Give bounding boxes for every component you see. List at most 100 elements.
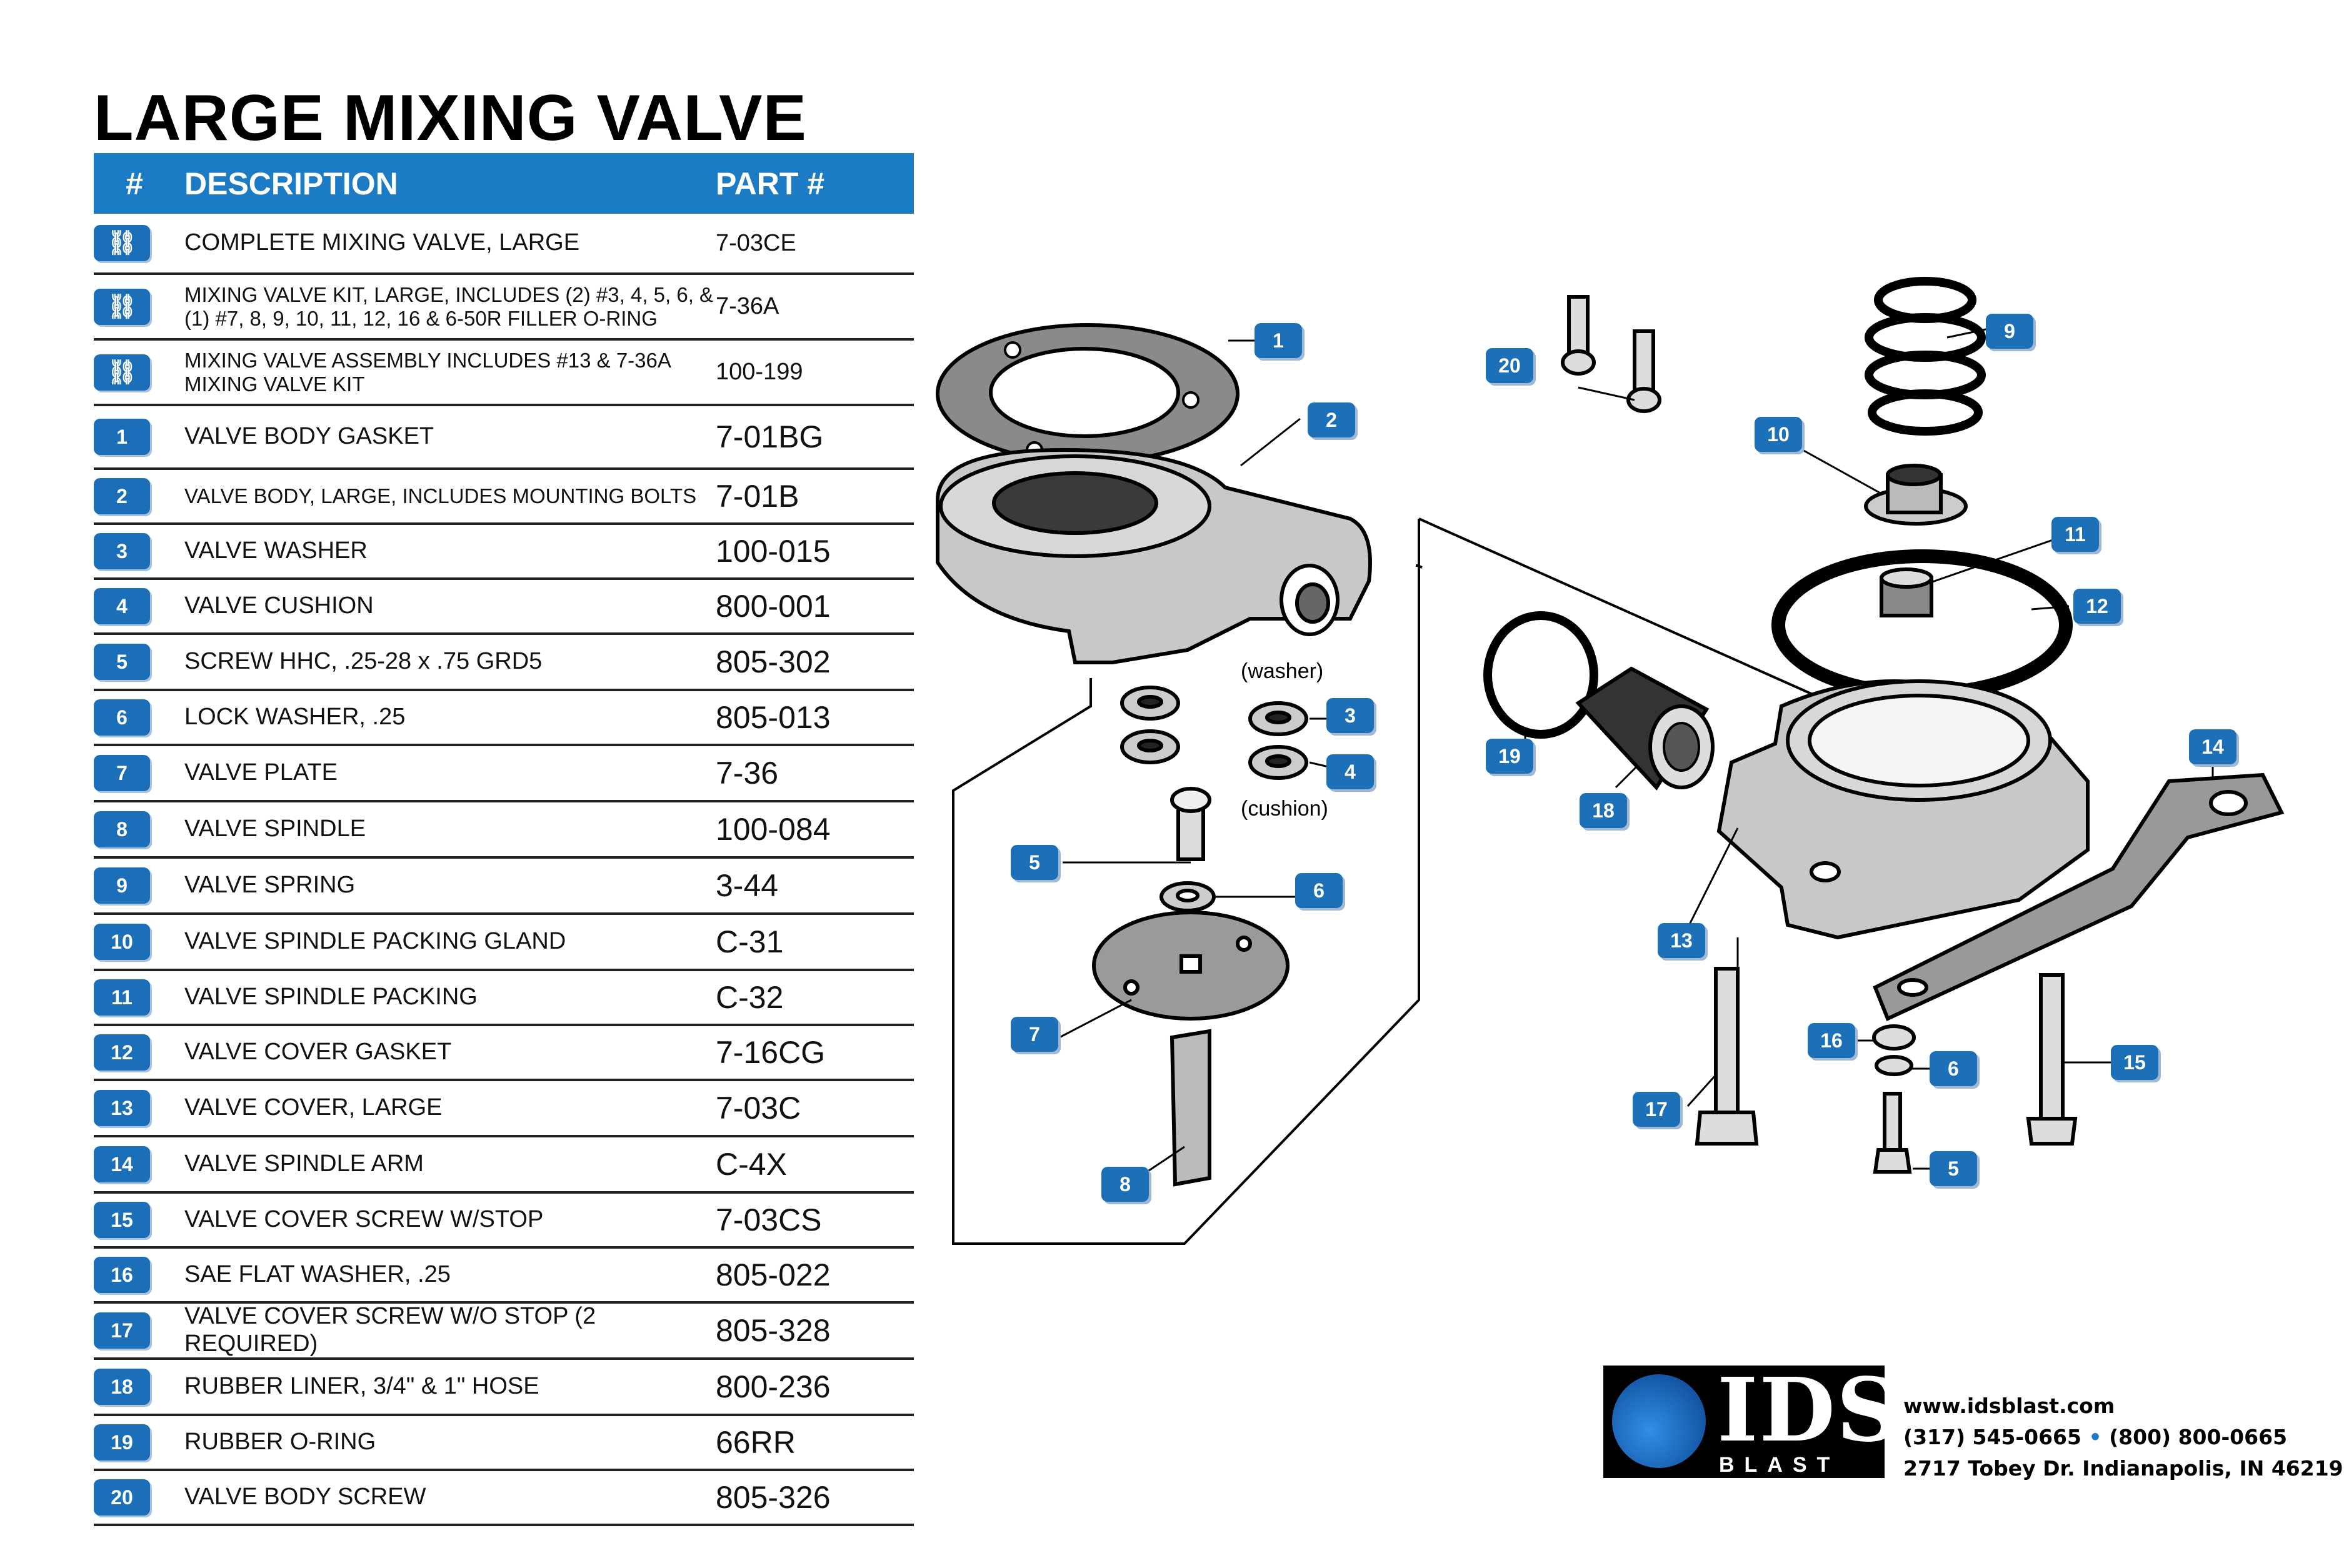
table-header: # DESCRIPTION PART # bbox=[94, 153, 914, 214]
phone-separator: • bbox=[2088, 1425, 2102, 1449]
item-number-badge: 10 bbox=[94, 924, 150, 960]
oring-liner-drawings bbox=[1483, 611, 1715, 791]
table-row: ⛓ MIXING VALVE ASSEMBLY INCLUDES #13 & 7-… bbox=[94, 341, 914, 406]
row-num-cell: 14 bbox=[94, 1146, 175, 1182]
row-num-cell: 13 bbox=[94, 1090, 175, 1126]
link-icon[interactable]: ⛓ bbox=[94, 225, 150, 261]
row-part-number: 7-01B bbox=[716, 479, 799, 514]
callout-number: 10 bbox=[1767, 423, 1790, 446]
callout-number: 7 bbox=[1029, 1023, 1040, 1046]
table-row: ⛓ MIXING VALVE KIT, LARGE, INCLUDES (2) #… bbox=[94, 275, 914, 341]
row-part-number: 805-302 bbox=[716, 644, 831, 679]
callout-badge: 7 bbox=[1011, 1017, 1058, 1052]
row-num-cell: 7 bbox=[94, 755, 175, 791]
row-num-cell: 2 bbox=[94, 478, 175, 514]
row-description: VALVE COVER, LARGE bbox=[184, 1094, 443, 1121]
row-description: VALVE BODY GASKET bbox=[184, 423, 434, 450]
callout-badge: 16 bbox=[1808, 1023, 1855, 1058]
item-number-badge: 13 bbox=[94, 1090, 150, 1126]
callout-badge: 3 bbox=[1326, 698, 1374, 733]
washer-cushion-drawings bbox=[1120, 686, 1308, 780]
row-part-number: 800-001 bbox=[716, 589, 831, 624]
item-number-badge: 14 bbox=[94, 1146, 150, 1182]
callout-badge: 1 bbox=[1255, 323, 1302, 358]
logo-emblem-icon bbox=[1612, 1374, 1706, 1468]
callout-number: 6 bbox=[1948, 1057, 1959, 1080]
callout-badge: 4 bbox=[1326, 754, 1374, 789]
row-description: VALVE WASHER bbox=[184, 537, 368, 564]
plate-assembly-drawing bbox=[1092, 787, 1290, 1187]
item-number-badge: 12 bbox=[94, 1034, 150, 1071]
callout-number: 18 bbox=[1592, 799, 1615, 822]
row-part-number: 100-199 bbox=[716, 359, 803, 385]
callout-number: 2 bbox=[1326, 409, 1337, 431]
phone-line: (317) 545-0665 • (800) 800-0665 bbox=[1903, 1422, 2343, 1453]
item-number-badge: 9 bbox=[94, 867, 150, 904]
cover-screws-drawing bbox=[1695, 967, 2078, 1174]
row-description: VALVE SPINDLE bbox=[184, 816, 366, 842]
row-num-cell: 4 bbox=[94, 588, 175, 624]
row-num-cell: ⛓ bbox=[94, 225, 175, 261]
row-description: RUBBER LINER, 3/4" & 1" HOSE bbox=[184, 1373, 539, 1400]
callout-number: 1 bbox=[1273, 329, 1284, 352]
row-part-number: 7-03C bbox=[716, 1091, 801, 1126]
row-part-number: 7-03CS bbox=[716, 1202, 822, 1237]
website-link[interactable]: www.idsblast.com bbox=[1903, 1394, 2115, 1418]
row-description: VALVE COVER SCREW W/O STOP (2 REQUIRED) bbox=[184, 1303, 596, 1357]
gland-packing-gasket-drawings bbox=[1771, 464, 2073, 701]
row-num-cell: 18 bbox=[94, 1369, 175, 1405]
row-description: VALVE SPRING bbox=[184, 872, 356, 899]
row-num-cell: 11 bbox=[94, 979, 175, 1016]
row-num-cell: 12 bbox=[94, 1034, 175, 1071]
page-title: LARGE MIXING VALVE bbox=[94, 82, 807, 154]
row-description: RUBBER O-RING bbox=[184, 1429, 376, 1456]
valve-body-gasket-drawing bbox=[936, 323, 1240, 464]
row-num-cell: 17 bbox=[94, 1312, 175, 1349]
row-description: MIXING VALVE ASSEMBLY INCLUDES #13 & 7-3… bbox=[184, 348, 671, 396]
row-num-cell: 3 bbox=[94, 533, 175, 569]
phone-local: (317) 545-0665 bbox=[1903, 1425, 2081, 1449]
row-part-number: 7-36 bbox=[716, 756, 779, 791]
link-icon[interactable]: ⛓ bbox=[94, 354, 150, 391]
item-number-badge: 8 bbox=[94, 811, 150, 847]
item-number-badge: 15 bbox=[94, 1202, 150, 1238]
callout-number: 3 bbox=[1345, 704, 1356, 727]
callout-number: 12 bbox=[2086, 595, 2108, 617]
header-part: PART # bbox=[716, 166, 825, 201]
callout-badge: 14 bbox=[2189, 729, 2236, 764]
row-description: VALVE CUSHION bbox=[184, 592, 374, 619]
row-num-cell: 9 bbox=[94, 867, 175, 904]
valve-body-drawing bbox=[936, 447, 1372, 664]
phone-tollfree: (800) 800-0665 bbox=[2109, 1425, 2288, 1449]
callout-number: 15 bbox=[2123, 1051, 2146, 1074]
callout-badge: 17 bbox=[1633, 1092, 1680, 1127]
callout-number: 14 bbox=[2201, 736, 2224, 758]
callout-badge: 15 bbox=[2111, 1045, 2158, 1080]
row-part-number: C-31 bbox=[716, 924, 784, 959]
row-num-cell: ⛓ bbox=[94, 288, 175, 325]
table-row: 4 VALVE CUSHION 800-001 bbox=[94, 580, 914, 635]
row-part-number: 3-44 bbox=[716, 868, 779, 903]
link-icon[interactable]: ⛓ bbox=[94, 288, 150, 325]
row-description: MIXING VALVE KIT, LARGE, INCLUDES (2) #3… bbox=[184, 282, 714, 330]
header-num: # bbox=[126, 166, 143, 201]
row-num-cell: 8 bbox=[94, 811, 175, 847]
row-part-number: 100-015 bbox=[716, 534, 831, 569]
callout-number: 9 bbox=[2004, 320, 2015, 342]
callout-number: 6 bbox=[1313, 879, 1325, 902]
valve-spring-drawing bbox=[1865, 277, 1986, 436]
row-description: VALVE SPINDLE ARM bbox=[184, 1151, 424, 1177]
item-number-badge: 19 bbox=[94, 1424, 150, 1461]
callout-number: 8 bbox=[1119, 1173, 1131, 1196]
item-number-badge: 20 bbox=[94, 1479, 150, 1516]
item-number-badge: 11 bbox=[94, 979, 150, 1016]
row-part-number: 805-328 bbox=[716, 1313, 831, 1348]
row-description: VALVE COVER GASKET bbox=[184, 1039, 452, 1066]
